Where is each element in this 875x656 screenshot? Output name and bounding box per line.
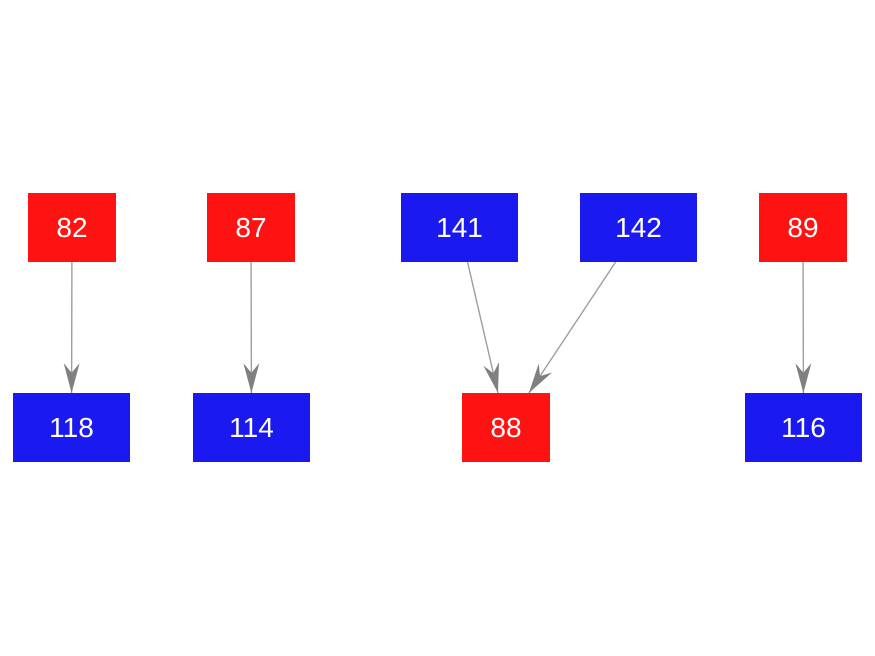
node-label: 114	[229, 411, 274, 443]
graph-node-88: 88	[462, 393, 550, 462]
graph-node-141: 141	[401, 193, 518, 262]
graph-node-116: 116	[745, 393, 862, 462]
node-label: 82	[56, 211, 88, 243]
graph-node-82: 82	[28, 193, 116, 262]
node-label: 89	[787, 211, 819, 243]
node-label: 118	[49, 411, 94, 443]
graph-node-114: 114	[193, 393, 310, 462]
node-label: 116	[781, 411, 826, 443]
graph-node-142: 142	[580, 193, 697, 262]
edge-lines-group	[63, 261, 812, 394]
node-label: 88	[490, 411, 522, 443]
edge-141-to-88	[466, 261, 500, 394]
node-label: 87	[235, 211, 267, 243]
node-label: 141	[436, 211, 483, 243]
graph-node-118: 118	[13, 393, 130, 462]
graph-node-89: 89	[759, 193, 847, 262]
node-label: 142	[615, 211, 662, 243]
edge-142-to-88	[528, 261, 617, 394]
graph-node-87: 87	[207, 193, 295, 262]
